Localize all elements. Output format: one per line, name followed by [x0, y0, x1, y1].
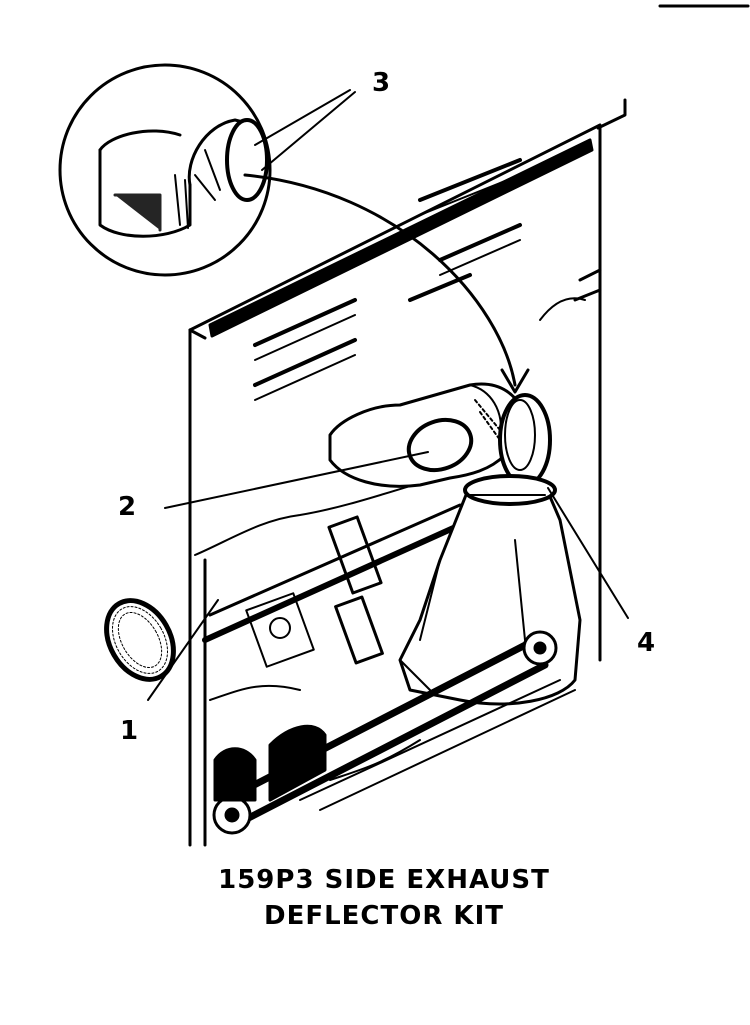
dryer-back-panel: [188, 98, 627, 847]
leader-line-4: [547, 487, 629, 619]
callout-2: 2: [118, 492, 137, 522]
arrow-head: [500, 368, 530, 394]
callout-3: 3: [372, 68, 391, 98]
exhaust-duct: [398, 474, 582, 706]
leader-line-3b: [261, 91, 356, 171]
leader-line-3a: [254, 89, 351, 146]
detail-magnifier-circle: [58, 63, 272, 277]
vent-grille: [104, 598, 176, 682]
caption-line-1: 159P3 SIDE EXHAUST: [218, 865, 550, 895]
caption-line-2: DEFLECTOR KIT: [264, 901, 504, 931]
drive-belt: [209, 630, 576, 835]
callout-4: 4: [637, 628, 656, 658]
callout-1: 1: [120, 716, 139, 746]
exhaust-elbow: [328, 382, 552, 488]
leader-line-1: [147, 599, 219, 701]
figure-caption: 159P3 SIDE EXHAUST DEFLECTOR KIT: [0, 862, 750, 934]
leader-line-2: [164, 451, 429, 509]
detail-connector-arrow: [243, 173, 517, 387]
